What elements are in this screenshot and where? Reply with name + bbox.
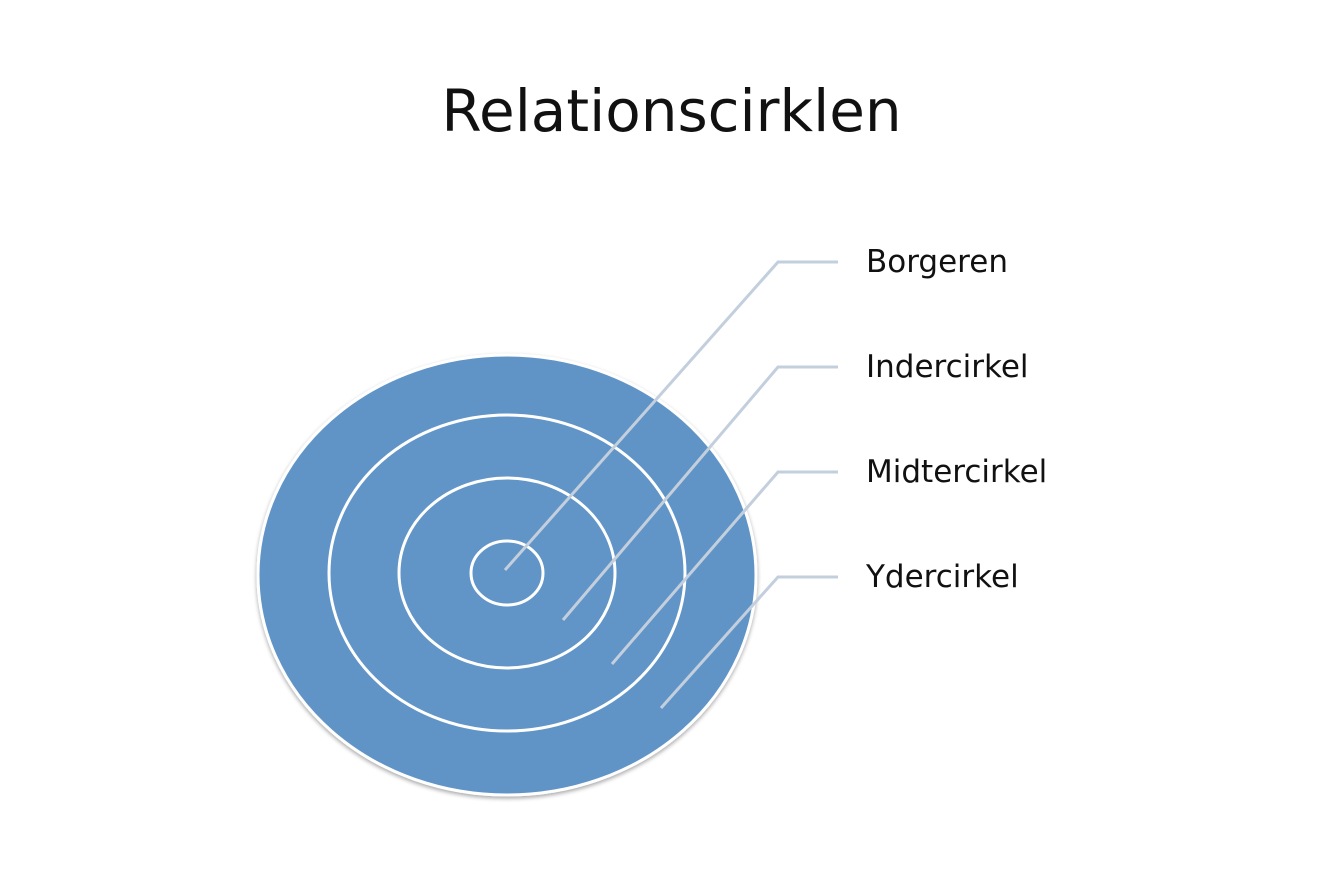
label-borgeren: Borgeren [866,244,1008,280]
leader-line-indercirkel [561,365,838,621]
label-indercirkel: Indercirkel [866,349,1029,385]
leader-line-ydercirkel [659,575,838,709]
leader-line-midtercirkel [610,470,838,665]
center-circle [469,539,545,607]
label-ydercirkel: Ydercirkel [866,559,1019,595]
slide-title: Relationscirklen [441,77,902,145]
label-midtercirkel: Midtercirkel [866,454,1048,490]
leader-line-borgeren [503,260,838,571]
